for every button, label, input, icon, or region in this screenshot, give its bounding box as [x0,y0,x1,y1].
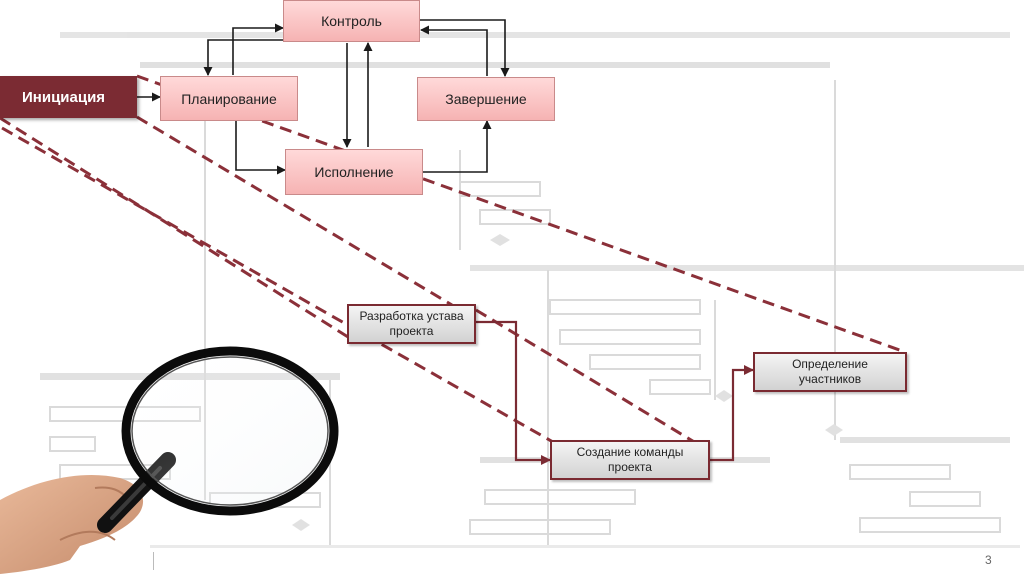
execution-node: Исполнение [285,149,423,195]
footer-divider [153,552,154,570]
stakeholders-step: Определение участников [753,352,907,392]
step-connectors [476,320,754,465]
process-connectors [137,19,510,175]
dashed-zoom-lines [0,74,906,448]
hand-image [0,474,144,574]
team-step: Создание команды проекта [550,440,710,480]
magnifier-icon [0,346,339,574]
page-number: 3 [985,553,992,567]
planning-node: Планирование [160,76,298,121]
initiation-node: Инициация [0,76,137,118]
charter-step: Разработка устава проекта [347,304,476,344]
closing-node: Завершение [417,77,555,121]
control-node: Контроль [283,0,420,42]
